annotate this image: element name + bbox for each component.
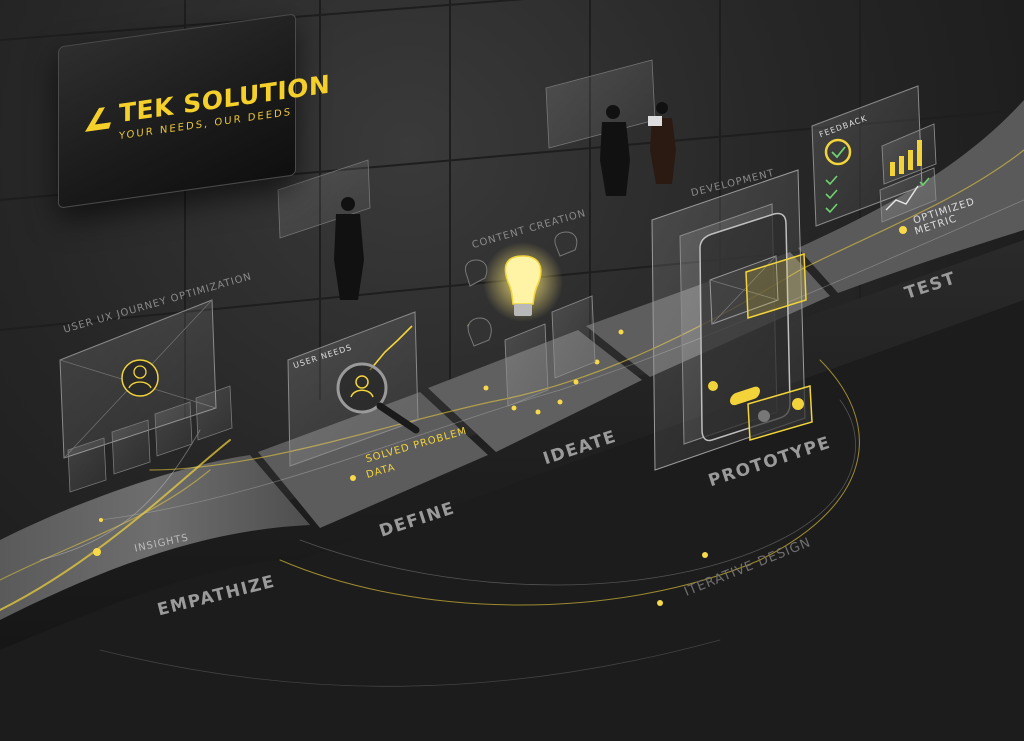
user-avatar-cards	[67, 385, 233, 493]
light-trails	[0, 149, 1024, 687]
checkmark-icon	[831, 146, 846, 159]
magnifier-icon	[336, 362, 420, 434]
people-silhouettes	[277, 59, 676, 300]
segment-empathize	[0, 455, 310, 620]
lightbulb-icon	[464, 231, 578, 347]
bar-chart-icon	[881, 123, 937, 185]
phone-icon	[651, 169, 813, 471]
feedback-dashboard	[811, 85, 937, 227]
brand-sign-panel: TEK SOLUTION YOUR NEEDS, OUR DEEDS	[58, 13, 330, 209]
ideate-wireframe-cards	[504, 295, 596, 407]
logo-mark-icon	[85, 107, 111, 132]
line-chart-icon	[879, 167, 937, 223]
segment-define	[258, 392, 488, 528]
user-needs-panel	[287, 311, 420, 467]
